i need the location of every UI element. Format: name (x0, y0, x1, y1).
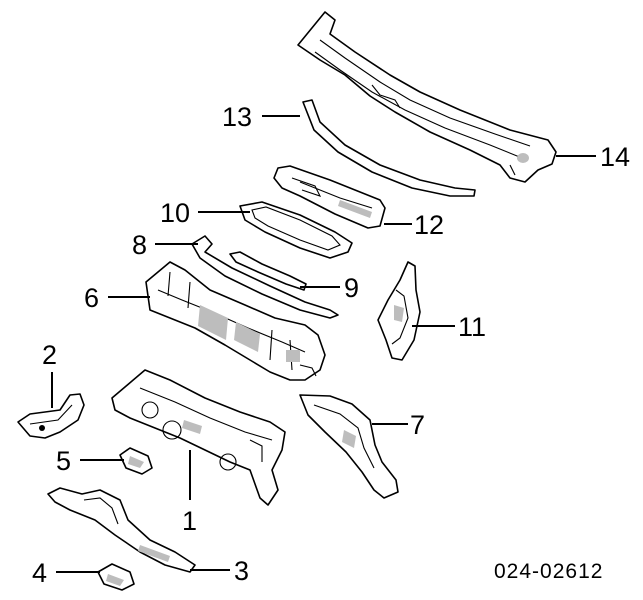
callout-3: 3 (234, 556, 249, 586)
callout-13: 13 (222, 102, 252, 132)
callout-1: 1 (182, 506, 197, 536)
callout-11: 11 (458, 312, 486, 342)
callout-12: 12 (414, 210, 444, 240)
callout-labels: 13 14 12 10 8 9 6 11 2 7 5 1 3 4 (32, 102, 630, 588)
part-6-cowl-top-assembly (145, 261, 326, 381)
part-13-seal-strip (302, 99, 476, 197)
callout-4: 4 (32, 558, 47, 588)
callout-8: 8 (132, 230, 147, 260)
part-12-cowl-vent-panel (273, 165, 386, 229)
callout-6: 6 (84, 283, 99, 313)
part-11-side-bracket (377, 261, 421, 361)
callout-10: 10 (160, 198, 190, 228)
part-10-frame-gasket (239, 201, 353, 259)
callout-9: 9 (344, 273, 359, 303)
part-2-bracket (17, 393, 85, 439)
part-14-cowl-top-panel (297, 11, 557, 183)
part-8-thin-seal (191, 235, 339, 319)
diagram-part-code: 024-02612 (494, 560, 603, 583)
leader-lines (51, 115, 596, 573)
part-5-small-bracket (119, 447, 153, 475)
callout-7: 7 (410, 410, 425, 440)
callout-2: 2 (42, 340, 57, 370)
callout-14: 14 (600, 142, 630, 172)
part-7-side-panel (299, 394, 399, 499)
part-3-lower-dash (47, 487, 196, 573)
part-1-dash-panel (111, 369, 286, 506)
callout-5: 5 (56, 446, 71, 476)
part-4-small-piece (97, 563, 135, 591)
